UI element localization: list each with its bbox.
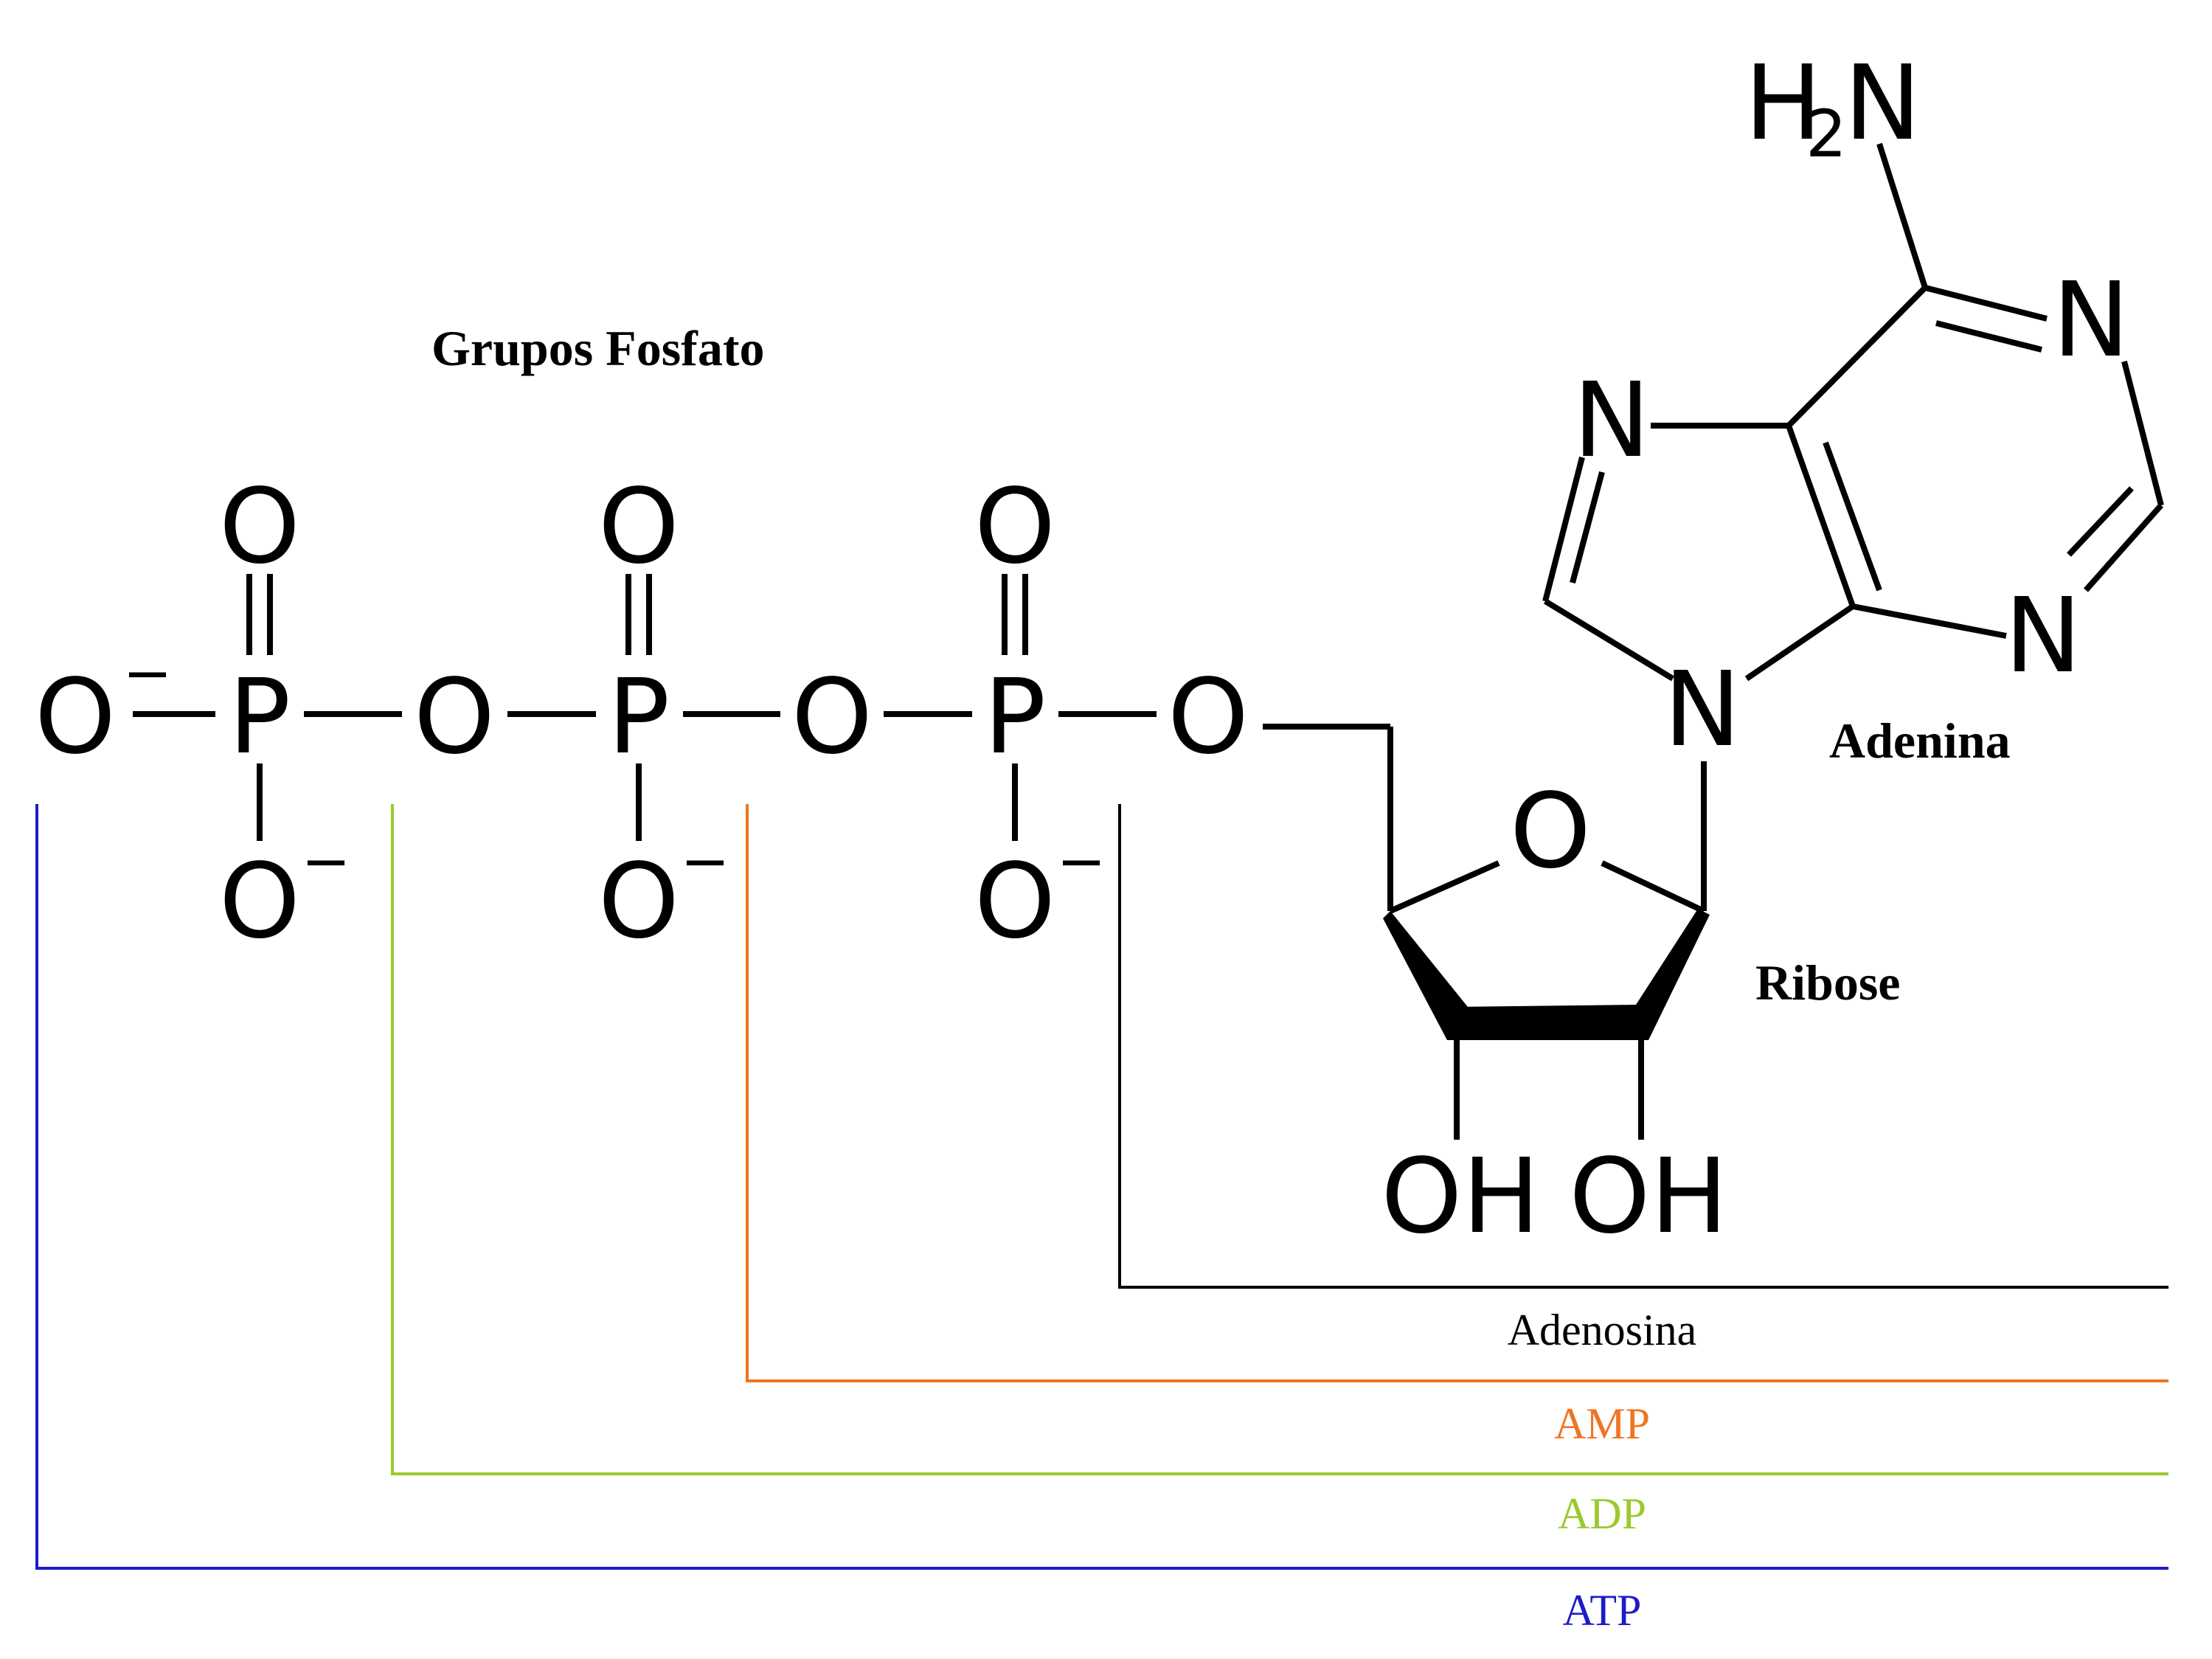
atom-o-bridge-2: O	[791, 657, 873, 777]
wedge-c4-c3	[1383, 911, 1468, 1040]
wedge-c3-c2	[1447, 1005, 1648, 1040]
phosphate-chain-bonds	[133, 574, 1157, 841]
bracket-line-atp	[35, 804, 2168, 1570]
atom-n7: N	[1573, 361, 1651, 481]
phosphate-groups-label: Grupos Fosfato	[431, 320, 764, 376]
atom-amino-subscript: 2	[1806, 96, 1847, 172]
bond-n9-c8	[1543, 598, 1675, 682]
atom-o-bridge-1: O	[414, 657, 495, 777]
atom-oh-c3: OH	[1381, 1137, 1539, 1257]
atom-amino-n: N	[1844, 44, 1921, 164]
ribose-label: Ribose	[1755, 955, 1900, 1011]
bond-c6-nh2	[1876, 142, 1928, 289]
bracket-label-adp: ADP	[1558, 1489, 1646, 1538]
atom-p3: P	[984, 657, 1046, 777]
bond-c5-c4	[1786, 424, 1856, 608]
adenine-label: Adenina	[1829, 713, 2011, 769]
atom-o-double-2: O	[598, 467, 679, 587]
bracket-line-adenosina	[1118, 804, 2168, 1289]
bracket-label-adenosina: Adenosina	[1508, 1306, 1697, 1354]
phosphate-chain-atoms: O − P O P O P O O O O O − O − O −	[35, 467, 1249, 962]
atom-n9: N	[1664, 650, 1741, 770]
bond-c5-c6	[1786, 285, 1927, 428]
wedge-c2-c1	[1636, 909, 1710, 1040]
bond-c6-n1-inner	[1935, 320, 2042, 353]
atom-o-minus-2: O	[598, 842, 679, 962]
bond-n3-c4	[1852, 603, 2007, 639]
adenine-ring: N N N N H 2 N	[1542, 44, 2164, 770]
atom-p1: P	[229, 657, 291, 777]
atom-o-minus-1: O	[219, 842, 300, 962]
atom-o-double-3: O	[974, 467, 1055, 587]
bond-n9-c4	[1744, 603, 1855, 682]
bond-c8-n7-inner	[1570, 471, 1605, 584]
atom-o-bridge-3: O	[1168, 657, 1249, 777]
bond-n1-c2	[2121, 361, 2164, 506]
atom-amino-h: H	[1744, 44, 1822, 164]
bracket-line-amp	[746, 804, 2168, 1382]
bracket-line-adp	[391, 804, 2168, 1475]
ribose-ring: O OH OH	[1263, 724, 1728, 1257]
charge-o-minus-2: −	[680, 827, 729, 896]
bond-c6-n1	[1924, 285, 2048, 322]
charge-o-terminal: −	[122, 639, 172, 707]
bracket-label-atp: ATP	[1563, 1586, 1642, 1635]
charge-o-minus-1: −	[301, 827, 350, 896]
bond-c2-n3	[2084, 503, 2163, 592]
atom-n1: N	[2053, 260, 2130, 381]
atom-o-terminal: O	[35, 657, 116, 777]
atom-o-minus-3: O	[974, 842, 1055, 962]
atom-p2: P	[608, 657, 670, 777]
bond-c5-c4-inner	[1823, 441, 1882, 592]
bond-oring-c1	[1601, 860, 1705, 914]
bond-c2-n3-inner	[2067, 486, 2134, 557]
charge-o-minus-3: −	[1056, 827, 1106, 896]
atom-n3: N	[2005, 576, 2082, 696]
atom-o-ring: O	[1510, 772, 1591, 892]
bond-c4-oring	[1389, 860, 1500, 914]
atom-oh-c2: OH	[1569, 1137, 1727, 1257]
bracket-label-amp: AMP	[1554, 1399, 1650, 1448]
bond-c8-n7	[1542, 457, 1585, 602]
atom-o-double-1: O	[219, 467, 300, 587]
